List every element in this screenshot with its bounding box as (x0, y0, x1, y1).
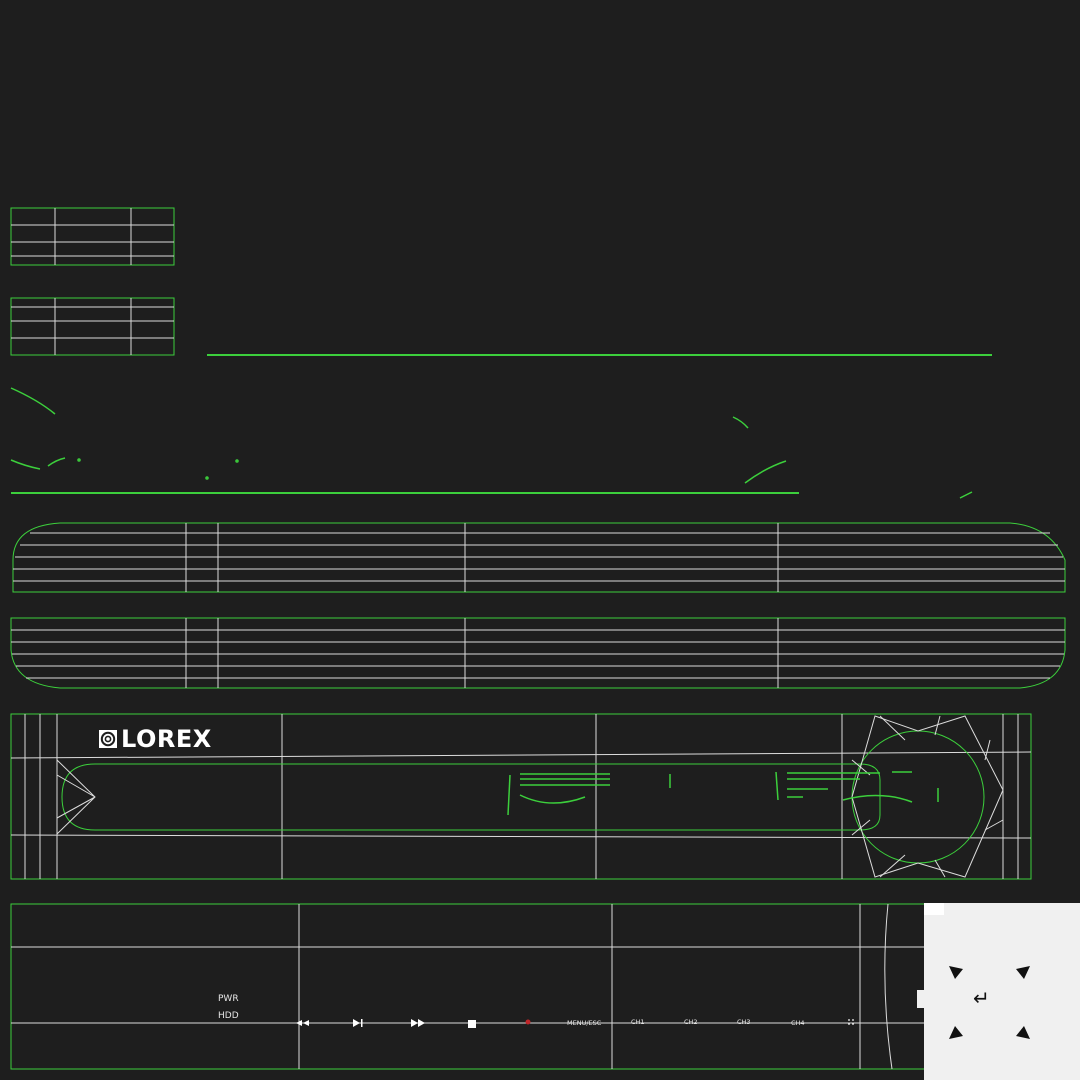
nav-pad-notch (917, 990, 925, 1008)
step-forward-icon (353, 1019, 363, 1027)
power-indicator-label: PWR (218, 994, 239, 1004)
lorex-swirl-icon (99, 730, 117, 748)
arrow-up-right-icon[interactable] (1016, 966, 1030, 979)
dot-icon (848, 1019, 850, 1021)
brand-logo: LOREX (98, 727, 212, 751)
uv-island-front-panel (10, 903, 1068, 1070)
arrow-down-left-icon[interactable] (949, 1026, 963, 1039)
uv-island-front-face (10, 713, 1032, 880)
hdd-indicator-label: HDD (218, 1011, 239, 1021)
nav-pad-arrows (949, 966, 1030, 1039)
stop-icon (468, 1020, 476, 1028)
uv-island-small-2 (10, 297, 175, 356)
fast-forward-icon (411, 1019, 425, 1027)
dot-icon (852, 1019, 854, 1021)
nav-pad-panel (924, 903, 1080, 1080)
button-icons (296, 1019, 854, 1028)
arrow-up-left-icon[interactable] (949, 966, 963, 979)
ch2-button[interactable]: CH2 (684, 1018, 698, 1026)
uv-island-top-shell (12, 522, 1066, 593)
nav-pad-top-highlight (924, 903, 944, 915)
dot-icon (848, 1023, 850, 1025)
uv-island-bottom-shell (10, 617, 1066, 689)
rewind-icon (296, 1020, 309, 1026)
uv-slot-details (507, 771, 939, 816)
enter-icon[interactable]: ↵ (973, 986, 990, 1010)
record-icon (525, 1019, 531, 1025)
ch3-button[interactable]: CH3 (737, 1018, 751, 1026)
menu-esc-button[interactable]: MENU/ESC (567, 1019, 602, 1027)
uv-fragments (10, 387, 973, 499)
dot-icon (852, 1023, 854, 1025)
ch4-button[interactable]: CH4 (791, 1019, 805, 1027)
arrow-down-right-icon[interactable] (1016, 1026, 1030, 1039)
uv-island-small-1 (10, 207, 175, 266)
brand-name: LOREX (121, 725, 212, 753)
ch1-button[interactable]: CH1 (631, 1018, 645, 1026)
